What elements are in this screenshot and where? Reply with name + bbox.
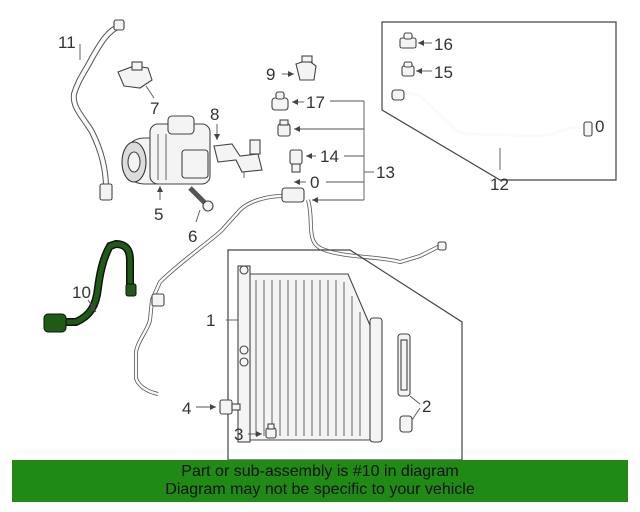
part-info-banner: Part or sub-assembly is #10 in diagram D…	[12, 460, 628, 502]
condenser-fins	[255, 280, 361, 436]
arrow-15	[416, 68, 422, 74]
callout-8[interactable]: 8	[210, 105, 219, 124]
leader-2a	[409, 395, 421, 405]
part-2-desiccant	[397, 333, 413, 433]
leader-7	[145, 85, 155, 99]
arrow-17	[292, 99, 298, 105]
o-ring-label: 0	[310, 173, 319, 192]
callout-7[interactable]: 7	[150, 99, 159, 118]
arrow-o-ring	[294, 179, 300, 185]
callout-6[interactable]: 6	[188, 227, 197, 246]
callout-14[interactable]: 14	[320, 147, 339, 166]
callout-12[interactable]: 12	[490, 175, 509, 194]
ac-parts-diagram: 16 15 0 12	[43, 19, 617, 460]
callout-3[interactable]: 3	[234, 425, 243, 444]
leader-2b	[411, 407, 421, 421]
callout-10[interactable]: 10	[72, 283, 91, 302]
condenser-panel	[227, 249, 463, 460]
part-17-cap	[271, 91, 289, 111]
arrow-14	[306, 153, 312, 159]
part-9-bracket	[295, 55, 317, 81]
banner-line-disclaimer: Diagram may not be specific to your vehi…	[165, 481, 475, 498]
callout-2[interactable]: 2	[422, 397, 431, 416]
part-7-bracket	[117, 61, 153, 89]
part-16-cap	[399, 32, 417, 49]
callout-16[interactable]: 16	[434, 35, 453, 54]
inset-o-ring-label: 0	[595, 117, 604, 136]
part-15-valve	[401, 61, 415, 77]
arrow-5	[157, 186, 163, 192]
part-12-pipe	[391, 89, 593, 138]
arrow-8	[214, 134, 220, 140]
callout-17[interactable]: 17	[306, 93, 325, 112]
arrow-valve	[294, 126, 300, 132]
part-6-bolt	[188, 186, 214, 212]
inset-border	[381, 21, 617, 181]
condenser-border	[227, 249, 463, 460]
inset-panel: 16 15 0 12	[381, 21, 617, 194]
part-5-compressor	[121, 115, 211, 185]
arrow-3	[256, 431, 262, 437]
part-14-pressure-switch	[289, 149, 303, 173]
arrow-16	[418, 40, 424, 46]
part-3-clip	[265, 423, 277, 439]
leader-6	[195, 209, 201, 223]
part-10-discharge-hose	[43, 239, 137, 333]
part-8-bracket	[213, 139, 263, 178]
callout-15[interactable]: 15	[434, 63, 453, 82]
part-11-hose	[70, 19, 125, 201]
banner-line-part: Part or sub-assembly is #10 in diagram	[181, 463, 459, 480]
arrow-4	[210, 404, 216, 410]
fitting-valve-small	[277, 119, 291, 137]
arrow-10	[90, 304, 96, 312]
callout-9[interactable]: 9	[266, 65, 275, 84]
arrow-13	[312, 197, 318, 203]
callout-13[interactable]: 13	[376, 163, 395, 182]
callout-11[interactable]: 11	[58, 33, 76, 52]
condenser-receiver-tank	[369, 317, 383, 443]
part-4-bolt	[219, 399, 241, 415]
callout-1[interactable]: 1	[206, 311, 215, 330]
callout-5[interactable]: 5	[154, 205, 163, 224]
liquid-line-tube	[134, 187, 447, 396]
arrow-9	[288, 71, 294, 77]
callout-4[interactable]: 4	[182, 399, 191, 418]
part-1-condenser-core	[247, 273, 373, 441]
